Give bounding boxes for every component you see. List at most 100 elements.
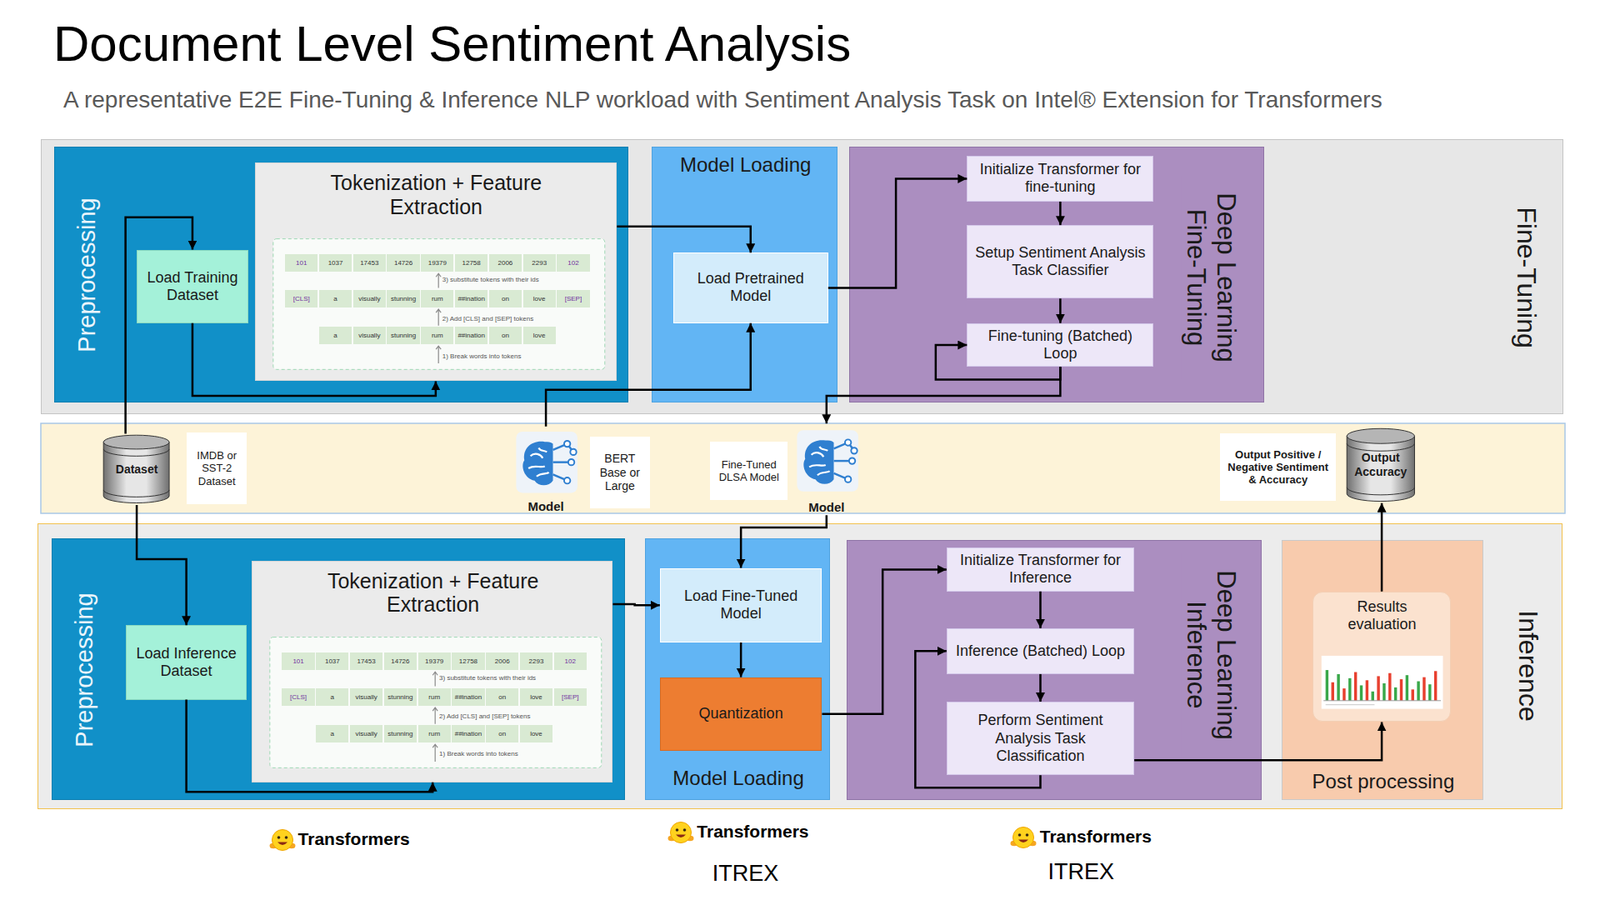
token-cell: 101	[281, 652, 315, 670]
token-cell: 2293	[520, 652, 553, 670]
cylinder-body	[104, 442, 170, 504]
chart-bar	[1400, 679, 1403, 701]
token-cell: [SEP]	[556, 290, 590, 308]
chart-bar	[1389, 672, 1392, 700]
circuit-node	[564, 440, 570, 447]
node-label: Output Accuracy	[1350, 450, 1411, 479]
token-cell: 1037	[319, 254, 352, 272]
process-box: Initialize Transformer for Inference	[946, 547, 1135, 592]
hugging-face-emoji	[668, 822, 695, 844]
circuit-node	[849, 458, 855, 465]
step-caption: 3) substitute tokens with their ids	[439, 673, 536, 684]
token-cell: visually	[353, 326, 386, 345]
panel-heading: Model Loading	[658, 153, 834, 177]
token-cell: 102	[556, 254, 590, 272]
footer-label: Transformers	[696, 821, 809, 842]
chart-bar	[1394, 687, 1397, 701]
panel-heading: Preprocessing	[73, 175, 101, 375]
deep-learning-panel: Deep Learning InferenceInitialize Transf…	[846, 540, 1262, 800]
diagram-subtitle: A representative E2E Fine-Tuning & Infer…	[63, 86, 1383, 114]
node-label: Load Fine-Tuned Model	[665, 587, 817, 623]
model-icon-art	[795, 424, 860, 498]
token-cell: a	[319, 326, 352, 345]
token-cell: rum	[418, 725, 451, 743]
icon-ground	[796, 430, 858, 492]
database-cylinder: Dataset	[101, 433, 171, 505]
note-box: Output Positive / Negative Sentiment & A…	[1220, 433, 1335, 501]
token-cell: on	[489, 326, 522, 345]
token-cell: 17453	[350, 652, 383, 670]
diagram-title: Document Level Sentiment Analysis	[53, 15, 851, 73]
circuit-node	[850, 447, 857, 454]
process-box: Load Training Dataset	[136, 250, 250, 324]
brain-folds	[528, 447, 549, 476]
node-label: Inference (Batched) Loop	[955, 642, 1125, 660]
cylinder-ring	[1346, 443, 1415, 451]
step-caption: 1) Break words into tokens	[439, 749, 519, 760]
step-arrow	[435, 346, 441, 365]
hugging-face-emoji	[1010, 827, 1037, 849]
token-cell: rum	[420, 326, 454, 345]
token-cell: 17453	[353, 254, 386, 272]
step-caption: 3) substitute tokens with their ids	[442, 275, 540, 285]
process-box: Initialize Transformer for fine-tuning	[966, 155, 1154, 202]
chart-bar	[1331, 681, 1335, 700]
model-icon: Model	[513, 426, 579, 515]
model-loading-panel: Model LoadingLoad Fine-Tuned ModelQuanti…	[645, 538, 831, 800]
process-box: Load Inference Dataset	[125, 625, 246, 700]
shared-assets-band	[40, 423, 1565, 514]
process-box: Load Pretrained Model	[673, 252, 829, 323]
circuit-node	[564, 477, 570, 484]
panel-heading: Model Loading	[650, 766, 826, 790]
step-arrow	[432, 744, 438, 762]
token-cell: ##ination	[455, 290, 488, 308]
token-cell: 2006	[485, 652, 519, 670]
token-cell: rum	[418, 688, 451, 706]
illustration-frame	[272, 239, 605, 370]
chart-bar	[1354, 671, 1357, 700]
token-cell: ##ination	[455, 326, 488, 345]
chart-bar	[1383, 683, 1386, 701]
cylinder-ring	[104, 490, 170, 497]
process-box: Load Fine-Tuned Model	[660, 568, 823, 643]
chart-bar	[1349, 678, 1352, 701]
circuit-node	[568, 459, 575, 465]
footer-label: Transformers	[1040, 826, 1152, 847]
chart-bar	[1360, 685, 1363, 700]
node-label: BERT Base or Large	[595, 451, 645, 493]
token-cell: a	[319, 290, 352, 308]
footer-label: Transformers	[298, 829, 410, 850]
chart-bar	[1417, 680, 1420, 700]
step-caption: 1) Break words into tokens	[442, 351, 522, 362]
brain-folds	[809, 446, 830, 475]
token-cell: a	[315, 725, 349, 743]
node-label: Setup Sentiment Analysis Task Classifier	[972, 244, 1148, 280]
panel-heading: Inference	[1513, 574, 1545, 758]
chart-bar	[1434, 670, 1437, 701]
preprocessing-panel: Preprocessing Load Training Dataset Tokeni…	[54, 146, 629, 403]
node-label: Load Pretrained Model	[679, 270, 823, 305]
chart-bar	[1411, 689, 1415, 700]
token-cell: ##ination	[451, 725, 485, 743]
hugging-face-emoji	[270, 830, 296, 851]
panel-heading: Deep Learning Fine-Tuning	[1180, 175, 1240, 380]
panel-heading: Results evaluation	[1327, 598, 1436, 633]
preprocessing-panel: Preprocessing Load Inference Dataset Token…	[51, 538, 625, 800]
panel-heading: Tokenization + Feature Extraction	[298, 170, 574, 220]
token-cell: on	[489, 290, 522, 308]
stage-band: Inference Preprocessing Load Inference Dat…	[37, 523, 1562, 810]
panel-heading: Preprocessing	[71, 570, 100, 770]
note-box: BERT Base or Large	[590, 436, 650, 509]
token-cell: 14726	[386, 254, 420, 272]
node-label: Fine-Tuned DLSA Model	[715, 458, 782, 484]
panel-heading: Tokenization + Feature Extraction	[295, 569, 571, 618]
step-arrow	[432, 707, 438, 725]
cylinder-body	[1346, 435, 1415, 501]
node-label: Fine-tuning (Batched) Loop	[972, 327, 1148, 363]
node-label: Output Positive / Negative Sentiment & A…	[1225, 448, 1330, 487]
cylinder-top	[1346, 428, 1415, 444]
tokenization-panel: Tokenization + Feature Extraction1011037…	[251, 560, 613, 783]
token-cell: rum	[420, 290, 454, 308]
